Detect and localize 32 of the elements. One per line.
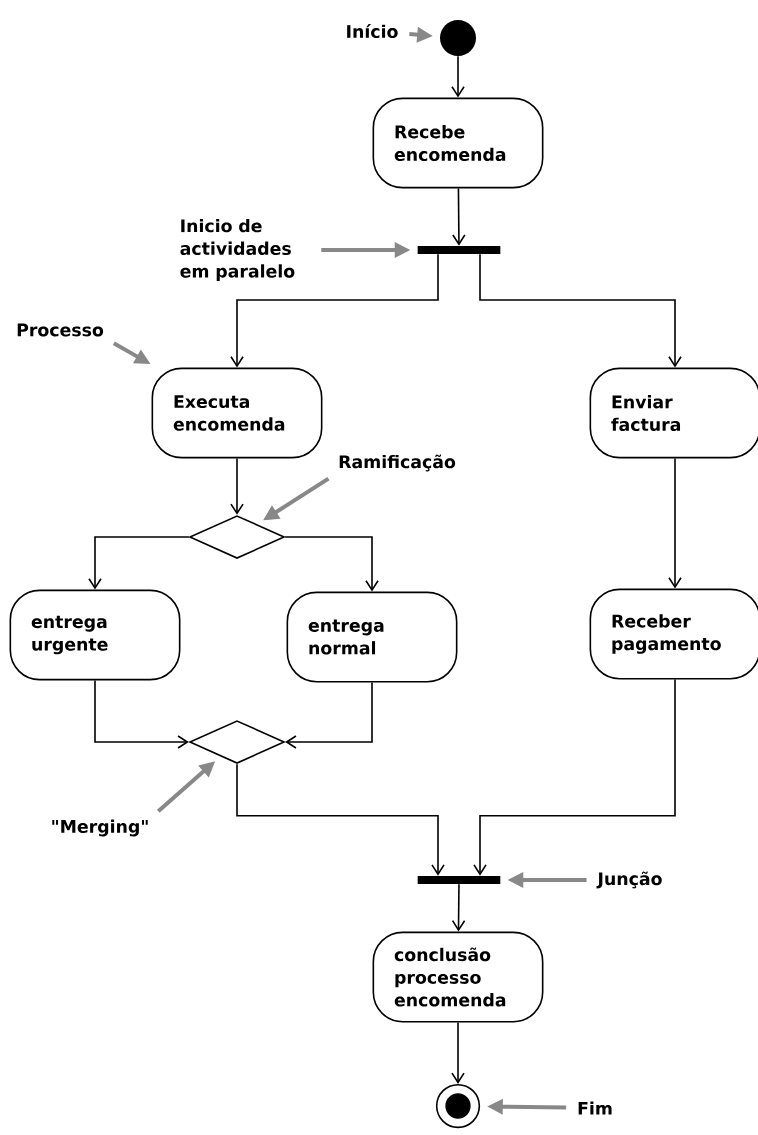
- annotation-text: Fim: [578, 1101, 612, 1115]
- activity-box: Enviar factura: [589, 367, 758, 459]
- activity-box: Executa encomenda: [151, 367, 323, 459]
- arrow: [88, 536, 190, 590]
- annotation-text: Ramificação: [339, 454, 456, 472]
- arrow: [451, 55, 465, 98]
- activity-box: conclusão processo encomenda: [372, 931, 544, 1023]
- annotation-text: "Merging": [52, 819, 148, 837]
- activity-box: entrega normal: [286, 591, 458, 683]
- arrow: [473, 678, 676, 876]
- arrow: [94, 679, 189, 749]
- arrow: [451, 1021, 465, 1084]
- arrow: [236, 763, 445, 876]
- arrow: [285, 681, 373, 749]
- arrow: [479, 253, 682, 368]
- annotation-text: Processo: [17, 323, 104, 337]
- end-circle: [435, 1083, 481, 1129]
- arrow: [230, 253, 439, 368]
- annotation-text: Início: [347, 23, 398, 39]
- activity-box: Recebe encomenda: [372, 97, 544, 189]
- arrow: [230, 457, 244, 515]
- arrow: [452, 187, 466, 246]
- activity-box: Receber pagamento: [589, 588, 758, 680]
- arrow: [284, 536, 379, 592]
- activity-box: entrega urgente: [9, 589, 181, 681]
- sync-bar: [417, 246, 501, 254]
- annotation-text: Inicio de actividades em paralelo: [180, 218, 295, 282]
- start-circle: [440, 20, 476, 56]
- sync-bar: [417, 876, 501, 884]
- arrow: [668, 457, 682, 589]
- annotation-text: Junção: [596, 871, 662, 889]
- arrow: [451, 883, 466, 932]
